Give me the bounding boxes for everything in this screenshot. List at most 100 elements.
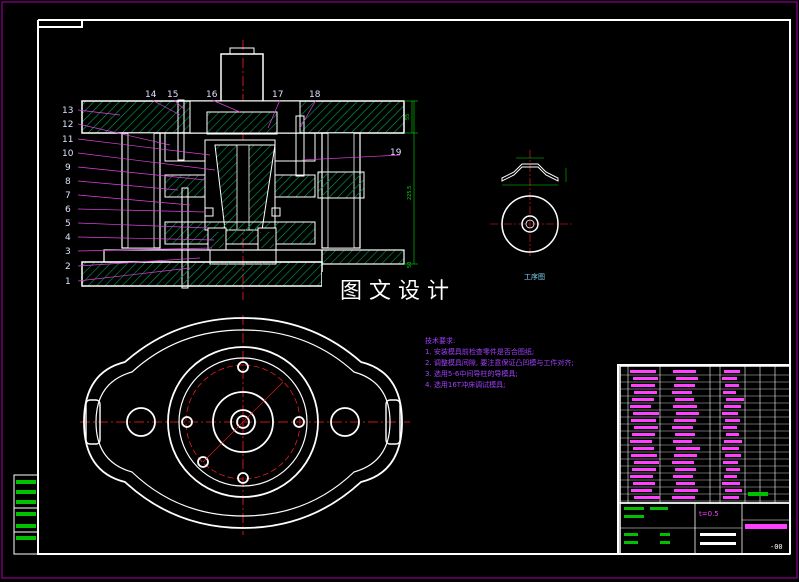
svg-text:2: 2 bbox=[65, 262, 71, 272]
svg-text:6: 6 bbox=[65, 205, 71, 215]
bom-cell bbox=[632, 398, 654, 401]
bom-cell bbox=[672, 391, 692, 394]
bill-of-materials bbox=[619, 365, 791, 504]
svg-text:9: 9 bbox=[65, 163, 71, 173]
svg-text:15: 15 bbox=[167, 90, 178, 100]
bom-cell bbox=[673, 405, 697, 408]
section-view: 55 225.5 50 bbox=[81, 40, 418, 300]
tech-req-item-3: 3. 选用5-6中间导柱的导模具; bbox=[425, 370, 518, 378]
bom-cell bbox=[632, 433, 655, 436]
bom-cell bbox=[631, 454, 657, 457]
bom-cell bbox=[674, 384, 695, 387]
tech-req-item-4: 4. 选用16T冲床调试模具; bbox=[425, 381, 506, 389]
svg-text:13: 13 bbox=[62, 106, 73, 116]
bom-cell bbox=[675, 398, 694, 401]
svg-text:16: 16 bbox=[206, 90, 218, 100]
bom-cell bbox=[630, 440, 652, 443]
bom-cell bbox=[676, 482, 695, 485]
bom-cell bbox=[726, 398, 744, 401]
bom-cell bbox=[723, 496, 739, 499]
bom-cell bbox=[631, 384, 655, 387]
svg-text:17: 17 bbox=[272, 90, 283, 100]
svg-text:8: 8 bbox=[65, 177, 71, 187]
bom-cell bbox=[634, 391, 657, 394]
bom-cell bbox=[722, 377, 737, 380]
svg-text:4: 4 bbox=[65, 233, 71, 243]
material-thickness: t=0.5 bbox=[699, 510, 719, 518]
bom-cell bbox=[748, 492, 768, 496]
watermark-text: 图文设计 bbox=[322, 272, 490, 312]
bom-cell bbox=[726, 468, 740, 471]
drawing-number: -00 bbox=[770, 543, 783, 551]
bom-cell bbox=[722, 447, 739, 450]
svg-text:14: 14 bbox=[145, 90, 157, 100]
bom-cell bbox=[630, 475, 653, 478]
tech-req-item-2: 2. 调整模具间隙, 要注意保证凸凹模与工件对齐; bbox=[425, 359, 574, 367]
svg-text:1: 1 bbox=[65, 277, 71, 287]
bom-cell bbox=[726, 433, 739, 436]
svg-text:19: 19 bbox=[390, 148, 402, 158]
dim-base: 50 bbox=[407, 262, 413, 268]
bom-cell bbox=[674, 489, 698, 492]
bom-cell bbox=[632, 468, 656, 471]
bom-cell bbox=[634, 426, 658, 429]
svg-text:5: 5 bbox=[65, 219, 71, 229]
bom-cell bbox=[674, 454, 697, 457]
svg-text:12: 12 bbox=[62, 120, 73, 130]
bom-cell bbox=[723, 426, 737, 429]
bom-cell bbox=[676, 377, 698, 380]
bom-cell bbox=[722, 482, 740, 485]
bom-cell bbox=[633, 377, 658, 380]
bom-cell bbox=[633, 412, 659, 415]
bom-cell bbox=[676, 447, 700, 450]
bom-cell bbox=[725, 454, 741, 457]
workpiece-label: 工序图 bbox=[524, 273, 545, 281]
bom-cell bbox=[724, 475, 737, 478]
bom-cell bbox=[673, 370, 696, 373]
dim-shut-height: 225.5 bbox=[407, 186, 413, 200]
workpiece-views bbox=[490, 150, 572, 258]
bom-cell bbox=[675, 468, 696, 471]
callout-numbers: 1 2 3 4 5 6 7 8 9 10 11 12 13 14 15 16 1… bbox=[62, 90, 402, 287]
bom-cell bbox=[722, 412, 738, 415]
bom-cell bbox=[672, 461, 694, 464]
bom-cell bbox=[723, 461, 738, 464]
bom-cell bbox=[676, 412, 699, 415]
tech-req-item-1: 1. 安装模具前检查零件是否合图纸; bbox=[425, 348, 535, 356]
tech-req-title: 技术要求: bbox=[425, 337, 456, 345]
svg-text:3: 3 bbox=[65, 247, 71, 257]
left-revision-block bbox=[13, 474, 39, 555]
title-block bbox=[619, 502, 791, 555]
bom-cell bbox=[630, 370, 656, 373]
bom-cell bbox=[724, 370, 740, 373]
dim-upper-plate: 55 bbox=[405, 114, 411, 120]
bom-cell bbox=[631, 489, 652, 492]
bom-cell bbox=[723, 391, 736, 394]
bom-cell bbox=[630, 405, 651, 408]
bom-cell bbox=[725, 489, 742, 492]
svg-text:7: 7 bbox=[65, 191, 71, 201]
bom-cell bbox=[725, 419, 740, 422]
bom-cell bbox=[634, 461, 659, 464]
bom-cell bbox=[673, 475, 693, 478]
plan-view bbox=[80, 315, 410, 535]
bom-cell bbox=[672, 426, 693, 429]
bom-cell bbox=[631, 419, 656, 422]
bom-cell bbox=[674, 419, 696, 422]
bom-cell bbox=[724, 440, 742, 443]
bom-cell bbox=[673, 440, 692, 443]
bom-cell bbox=[633, 482, 655, 485]
bom-cell bbox=[633, 447, 654, 450]
svg-text:10: 10 bbox=[62, 149, 74, 159]
svg-text:11: 11 bbox=[62, 135, 73, 145]
bom-cell bbox=[675, 433, 695, 436]
bom-cell bbox=[725, 384, 739, 387]
bom-cell bbox=[672, 496, 695, 499]
svg-text:18: 18 bbox=[309, 90, 321, 100]
technical-requirements: 技术要求: 1. 安装模具前检查零件是否合图纸; 2. 调整模具间隙, 要注意保… bbox=[425, 336, 574, 391]
bom-cell bbox=[634, 496, 660, 499]
callout-leaders bbox=[77, 99, 401, 282]
bom-cell bbox=[724, 405, 741, 408]
